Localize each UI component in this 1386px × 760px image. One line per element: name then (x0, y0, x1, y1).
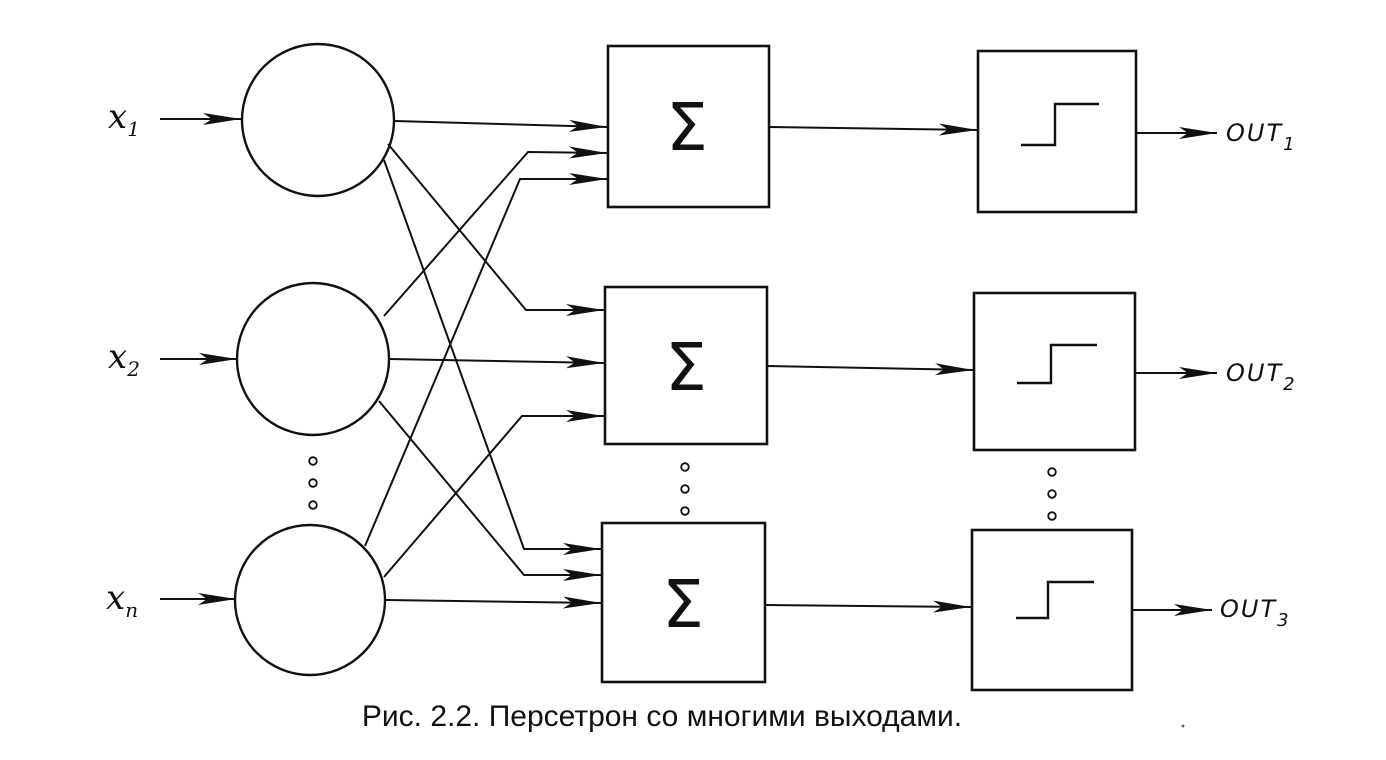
summator-3 (600, 521, 767, 684)
connection-1-to-s1 (394, 119, 608, 132)
sigma-symbol-2: Σ (665, 329, 707, 406)
input-ellipsis-dots-icon (308, 456, 318, 510)
input-neuron-n (233, 523, 387, 677)
connection-1-to-s3 (383, 159, 601, 555)
input-neuron-2 (235, 281, 391, 437)
input-label-x2: x2 (108, 337, 140, 381)
connection-n-to-s3 (385, 596, 602, 609)
output-label-1: OUT1 (1226, 119, 1295, 155)
step-function-icon-1 (1021, 102, 1099, 147)
figure-caption: Рис. 2.2. Персетрон со многими выходами. (362, 700, 962, 733)
connection-2-to-s1 (383, 146, 608, 317)
step-function-icon-2 (1017, 343, 1097, 385)
summator-3-to-threshold-3 (764, 600, 972, 613)
scan-speck (1181, 724, 1185, 728)
connection-n-to-s2 (383, 410, 604, 578)
summator-2-to-threshold-2 (766, 363, 974, 376)
connection-2-to-s3 (378, 400, 601, 581)
output-label-2: OUT2 (1226, 359, 1295, 395)
input-neuron-1 (240, 42, 396, 198)
input-label-xn: xn (106, 578, 138, 622)
summator-2 (603, 285, 769, 446)
sigma-symbol-1: Σ (666, 89, 708, 166)
threshold-1 (976, 49, 1138, 214)
output-label-3: OUT3 (1220, 595, 1289, 631)
summator-ellipsis-dots-icon (680, 462, 690, 516)
summator-1 (606, 44, 771, 209)
threshold-2 (972, 291, 1137, 452)
connection-2-to-s2 (388, 356, 605, 369)
connection-n-to-s1 (364, 173, 607, 547)
input-label-x1: x1 (108, 97, 140, 141)
threshold-ellipsis-dots-icon (1047, 467, 1057, 521)
threshold-3 (970, 528, 1134, 692)
sigma-symbol-3: Σ (662, 566, 704, 643)
step-function-icon-3 (1016, 580, 1094, 620)
summator-1-to-threshold-1 (768, 123, 978, 136)
connection-1-to-s2 (387, 143, 604, 316)
